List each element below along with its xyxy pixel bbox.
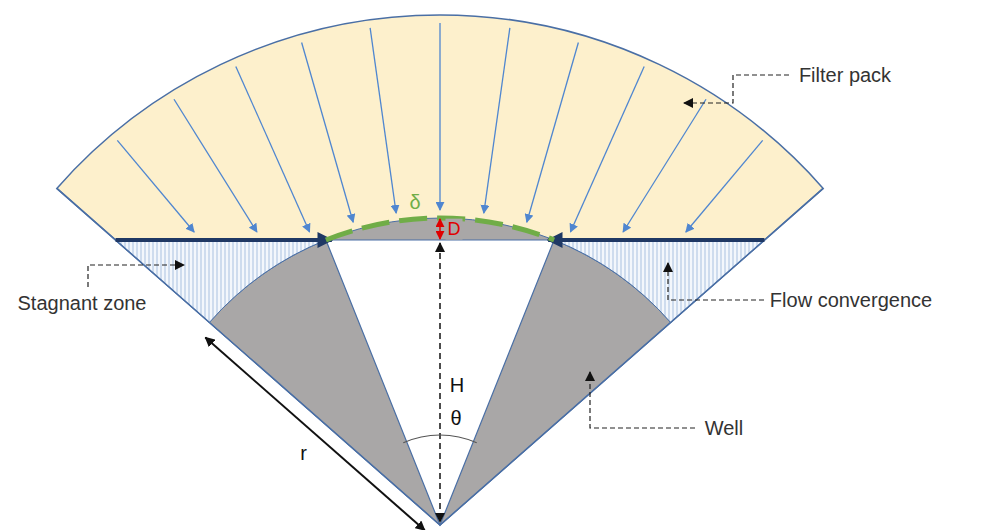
screen-slots — [326, 218, 554, 240]
stagnant-zone-left — [116, 240, 326, 322]
convergence-arrow — [548, 238, 764, 242]
sector-edges — [57, 188, 823, 525]
part-label: Stagnant zone — [16, 292, 149, 315]
part-label: Filter pack — [797, 64, 893, 87]
dimension-symbol: r — [298, 442, 309, 465]
dimension-symbol: θ — [448, 407, 463, 430]
dimension-symbol: δ — [407, 191, 422, 214]
r-dimension — [205, 338, 424, 530]
flow-arrow — [302, 42, 354, 222]
flow-arrow — [174, 99, 257, 232]
flow-arrow — [570, 66, 644, 232]
flow-arrow — [484, 28, 510, 213]
stagnant-zone-right — [554, 240, 764, 322]
dimension-symbol: D — [446, 219, 463, 240]
dimension-symbol: H — [448, 374, 466, 397]
part-label: Flow convergence — [768, 289, 934, 312]
leader-line — [88, 265, 184, 287]
h-dimension — [439, 243, 441, 522]
flow-arrow — [117, 140, 194, 232]
flow-arrow — [623, 99, 706, 232]
angle-arc — [403, 435, 476, 443]
flow-arrow — [686, 140, 763, 232]
open-triangle — [326, 240, 554, 525]
flow-arrow — [236, 66, 310, 232]
d-dimension — [439, 219, 441, 239]
flow-arrow — [370, 28, 396, 213]
filter-pack-sector — [57, 15, 823, 525]
flow-arrow — [527, 42, 579, 222]
leader-line — [668, 263, 764, 300]
convergence-arrow — [116, 238, 332, 242]
leader-line — [590, 372, 695, 428]
part-label: Well — [703, 417, 746, 440]
leader-line — [684, 75, 789, 103]
flow-arrow — [439, 23, 440, 210]
